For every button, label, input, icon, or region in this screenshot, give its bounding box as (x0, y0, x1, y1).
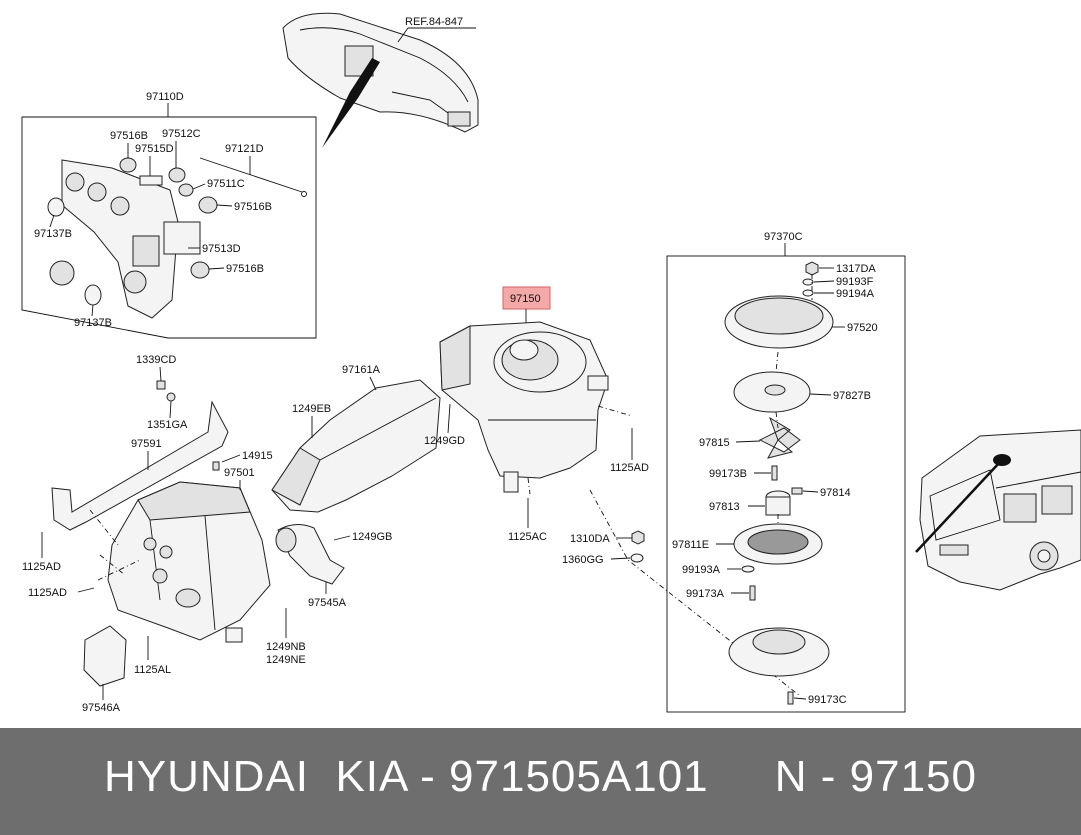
dashboard-illustration (282, 12, 479, 148)
label-1339CD: 1339CD (136, 354, 176, 366)
label-1125AL: 1125AL (134, 664, 171, 676)
label-97511C: 97511C (207, 178, 245, 190)
label-1249EB: 1249EB (292, 403, 331, 415)
label-1249GD: 1249GD (424, 435, 465, 447)
control-assembly-frame (21, 116, 317, 339)
nut-1310DA (631, 530, 645, 545)
label-97516B-2: 97516B (234, 201, 272, 213)
label-99193F: 99193F (836, 276, 874, 288)
label-97545A: 97545A (308, 597, 347, 609)
label-99193A: 99193A (682, 564, 721, 576)
label-97520: 97520 (847, 322, 878, 334)
label-97513D: 97513D (202, 243, 241, 255)
footer-part-title: HYUNDAI KIA - 971505A101 N - 97150 (103, 752, 977, 801)
washer-1360GG (630, 553, 644, 563)
label-1125AD-2: 1125AD (28, 587, 67, 599)
label-97137B-2: 97137B (74, 317, 112, 329)
blower-unit-illustration (439, 321, 609, 493)
label-97370C: 97370C (764, 231, 803, 243)
heater-unit-illustration (51, 380, 271, 687)
label-97546A: 97546A (82, 702, 121, 714)
label-14915: 14915 (242, 450, 273, 462)
label-1125AC: 1125AC (508, 531, 547, 543)
label-1351GA: 1351GA (147, 419, 188, 431)
label-1249GB: 1249GB (352, 531, 392, 543)
label-1360GG: 1360GG (562, 554, 604, 566)
label-1249NB: 1249NB (266, 641, 306, 653)
label-1317DA: 1317DA (836, 263, 876, 275)
motor-assembly-frame (666, 255, 906, 713)
label-97815: 97815 (699, 437, 730, 449)
label-97512C: 97512C (162, 128, 201, 140)
label-97501: 97501 (224, 467, 255, 479)
label-97827B: 97827B (833, 390, 871, 402)
label-1125AD-3: 1125AD (610, 462, 649, 474)
label-97516B-1: 97516B (110, 130, 148, 142)
label-99194A: 99194A (836, 288, 875, 300)
label-97110D: 97110D (146, 91, 184, 103)
label-97150: 97150 (510, 293, 541, 305)
label-99173A: 99173A (686, 588, 725, 600)
label-1310DA: 1310DA (570, 533, 610, 545)
label-97515D: 97515D (135, 143, 174, 155)
label-97813: 97813 (709, 501, 740, 513)
label-97121D: 97121D (225, 143, 264, 155)
label-1249NE: 1249NE (266, 654, 306, 666)
label-97591: 97591 (131, 438, 162, 450)
label-99173C: 99173C (808, 694, 847, 706)
motor-assembly-illustration (724, 261, 834, 705)
label-97516B-3: 97516B (226, 263, 264, 275)
label-97814: 97814 (820, 487, 851, 499)
label-97811E: 97811E (672, 539, 709, 551)
footer-bar: HYUNDAI KIA - 971505A101 N - 97150 (0, 728, 1081, 835)
control-panel-illustration (47, 157, 307, 319)
vehicle-illustration (919, 429, 1081, 591)
highlight-97150 (502, 286, 551, 310)
parts-diagram: REF.84-847 97110D 97516B 97512C 97515D 9… (21, 12, 1081, 714)
label-97161A: 97161A (342, 364, 381, 376)
air-duct-illustration (271, 379, 441, 585)
ref-label: REF.84-847 (405, 16, 463, 28)
label-97137B-1: 97137B (34, 228, 72, 240)
label-1125AD-1: 1125AD (22, 561, 61, 573)
label-99173B: 99173B (709, 468, 747, 480)
vehicle-location-marker (993, 454, 1011, 466)
